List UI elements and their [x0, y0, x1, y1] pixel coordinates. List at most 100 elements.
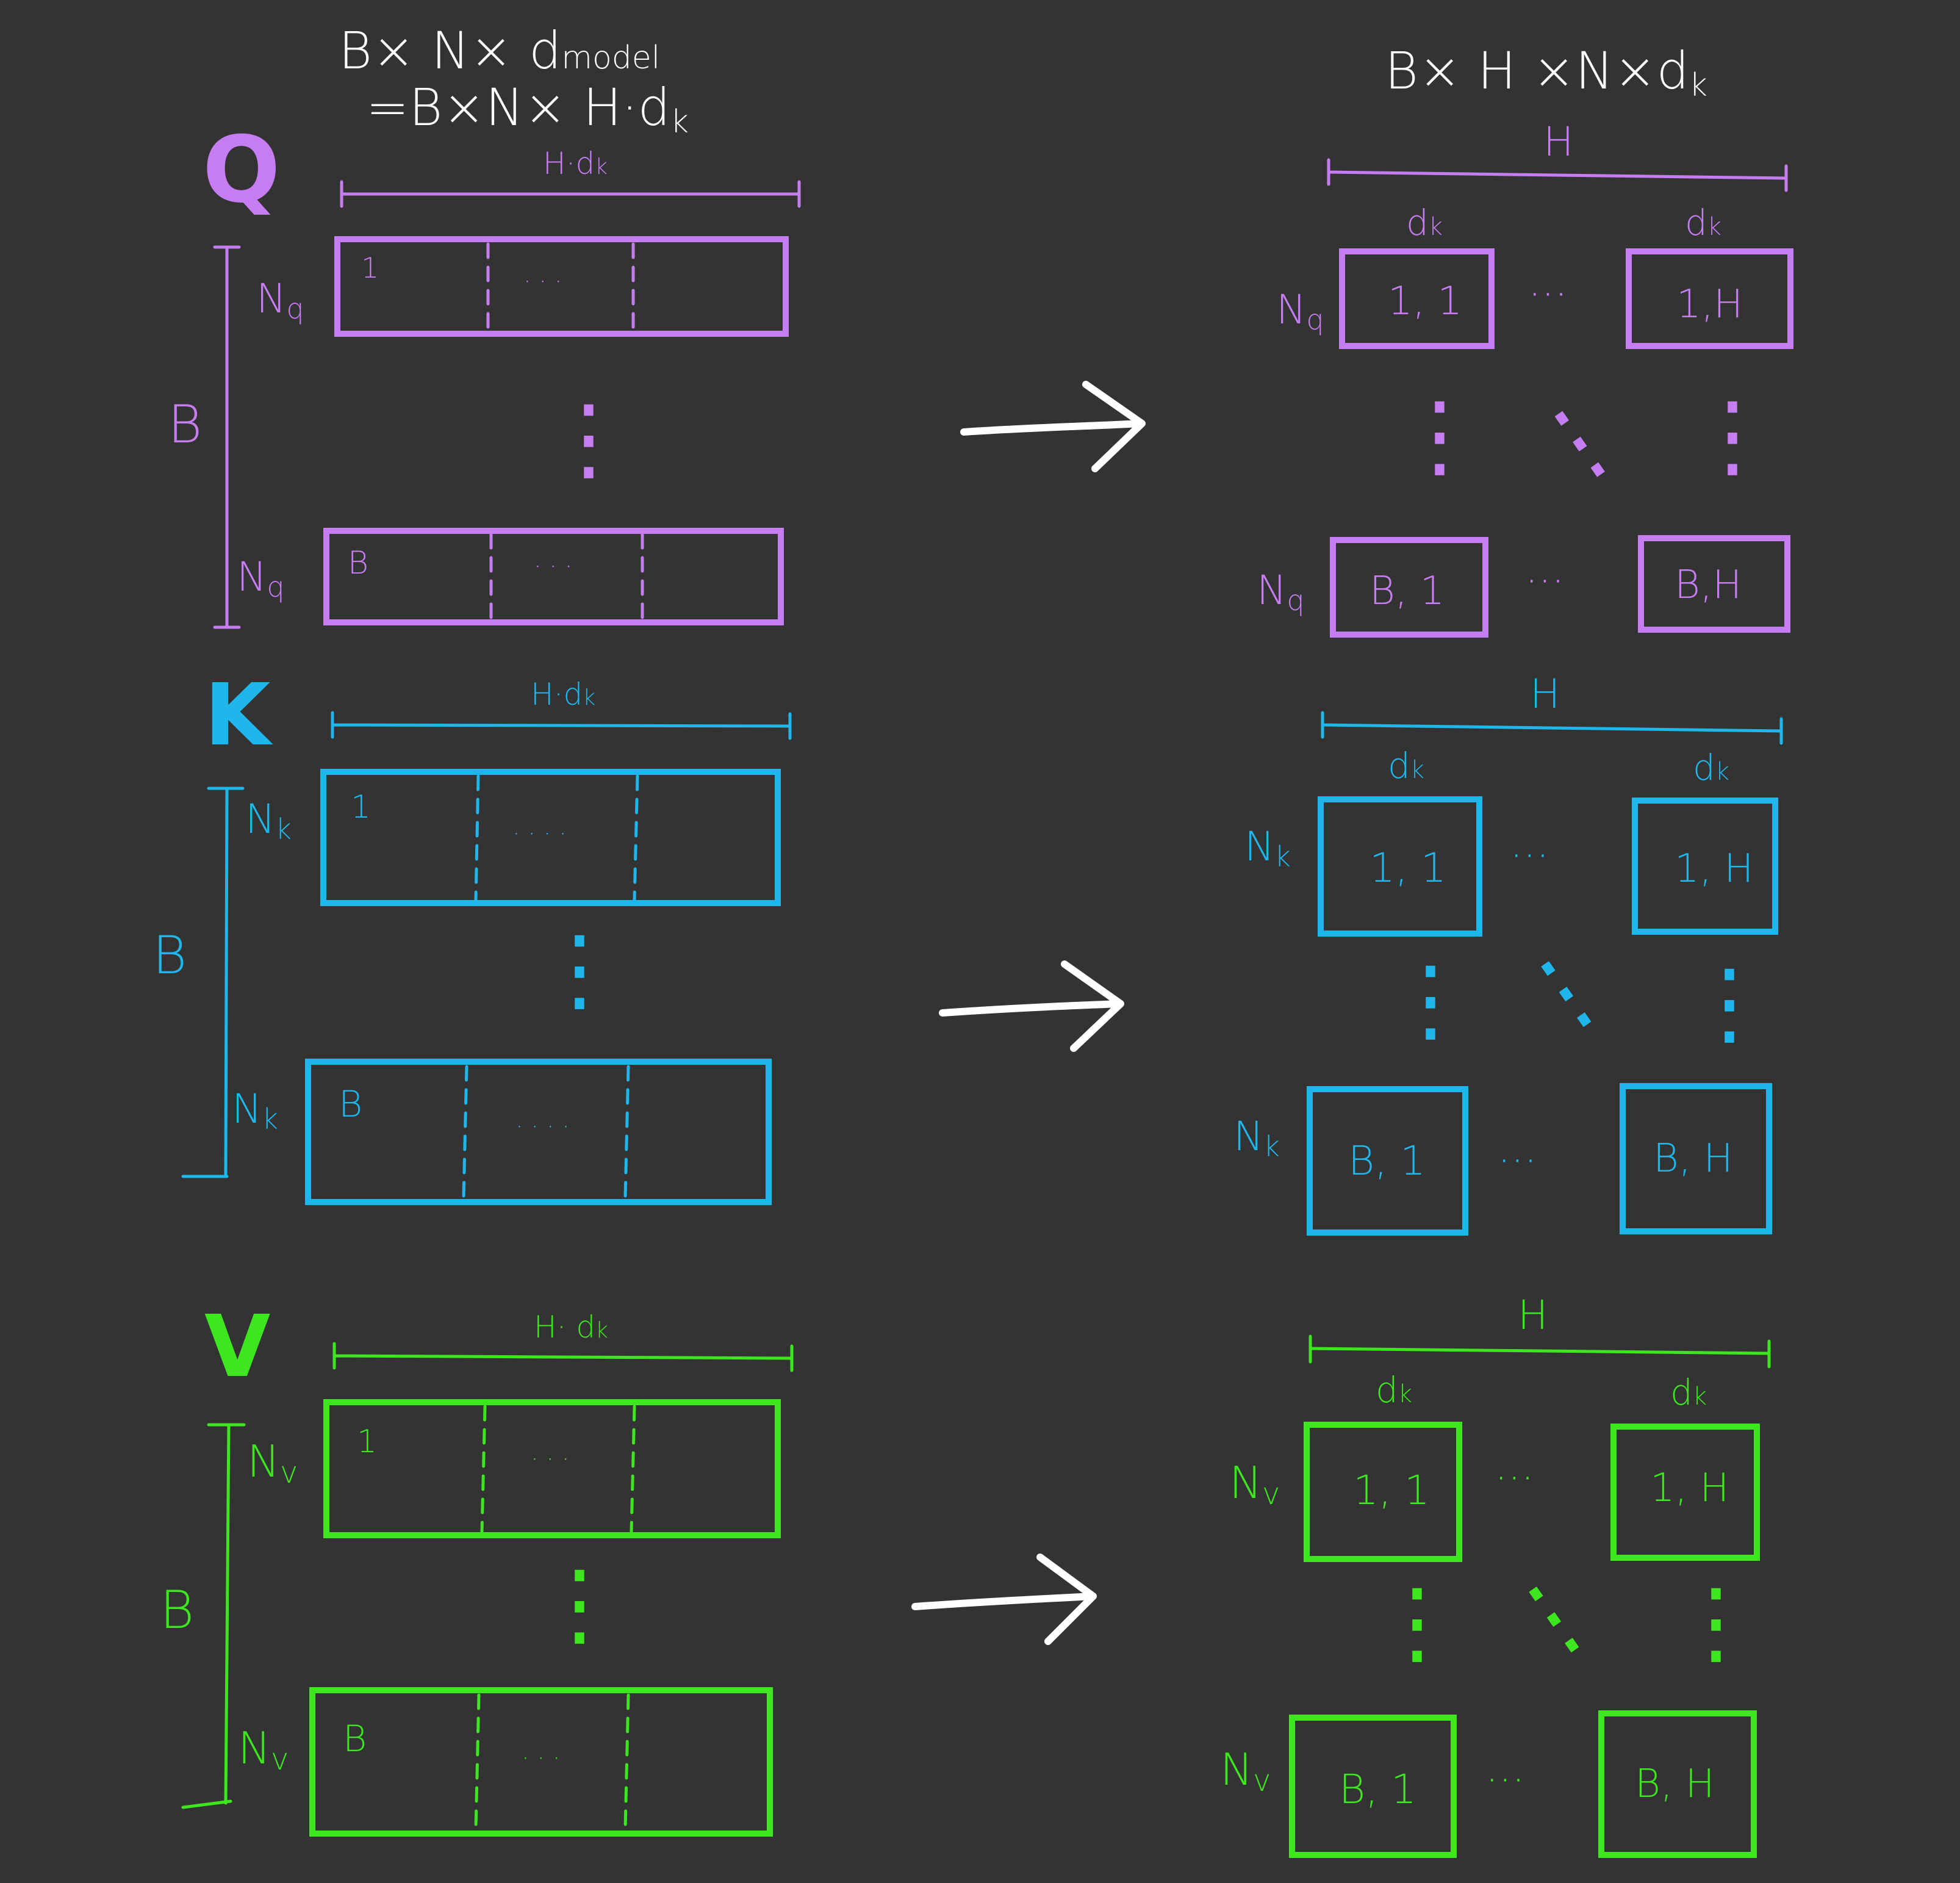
left-matrix-k [181, 711, 792, 1205]
head-dim-label-left-q: dk [1406, 202, 1443, 243]
vertical-ellipsis-grid-left-q: ⋮ [1394, 383, 1485, 489]
horizontal-ellipsis-bottom-v: ··· [1485, 1756, 1525, 1804]
right-grid-labels-k: H dk dk Nk Nk 1, 1 1, H B, 1 B, H ··· ··… [1233, 671, 1775, 1185]
matrix-row-last-q [323, 528, 784, 625]
tensor-q: Q H·dk B Nq Nq 1 B · · · · · · ⋮ [168, 117, 1793, 638]
left-matrix-labels-k: H·dk B Nk Nk 1 B · · · · · · · · ⋮ [153, 677, 625, 1141]
head-cell-top-right-k [1632, 797, 1778, 935]
head-cell-top-right-q [1626, 248, 1793, 349]
right-grid-v [1289, 1334, 1771, 1858]
cell-label-top-right-k: 1, H [1675, 846, 1754, 891]
head-dim-label-left-v: dk [1376, 1369, 1412, 1411]
vertical-ellipsis-v: ⋮ [534, 1551, 625, 1657]
tensor-v: V H· dk B Nv Nv 1 B · · · · · · ⋮ [160, 1292, 1771, 1858]
vertical-ellipsis-grid-left-k: ⋮ [1385, 947, 1476, 1053]
right-shape-subscript: k [1689, 67, 1707, 104]
horizontal-ellipsis-top-q: ··· [1528, 270, 1568, 319]
right-shape-header: B× H ×N×dk [1385, 41, 1707, 104]
head-cell-top-left-k [1318, 796, 1482, 937]
svg-text:B× H ×N×dk: B× H ×N×dk [1385, 41, 1707, 104]
width-bracket-q [340, 180, 801, 208]
vertical-ellipsis-grid-right-v: ⋮ [1670, 1569, 1762, 1676]
segment-ellipsis-last-v: · · · [522, 1744, 561, 1773]
reshape-arrows [911, 381, 1146, 1645]
matrix-row-first-q [334, 236, 789, 337]
head-cell-bottom-right-q [1638, 535, 1790, 633]
segment-ellipsis-last-q: · · · [534, 553, 573, 581]
tensor-letter-q: Q [203, 117, 281, 223]
batch-label-k: B [153, 925, 187, 986]
row-label-bottom-v: Nv [238, 1723, 289, 1777]
row-label-bottom-k: Nk [232, 1086, 278, 1136]
matrix-row-last-v [309, 1687, 773, 1837]
heads-bracket-k [1321, 711, 1783, 745]
right-shape-label: B× H ×N×d [1385, 41, 1689, 101]
matrix-row-first-v [323, 1399, 781, 1538]
right-grid-q [1327, 158, 1793, 638]
vertical-ellipsis-q: ⋮ [543, 386, 634, 492]
batch-label-v: B [160, 1580, 194, 1641]
head-cell-bottom-left-k [1307, 1086, 1468, 1236]
tensor-letter-k: K [204, 666, 273, 765]
segment-ellipsis-first-v: · · · [531, 1446, 570, 1474]
row-label-top-v: Nv [247, 1436, 298, 1490]
row-label-grid-bottom-q: Nq [1257, 567, 1305, 617]
heads-label-k: H [1530, 671, 1560, 718]
cell-label-bottom-right-v: B, H [1635, 1762, 1715, 1807]
vertical-ellipsis-grid-left-v: ⋮ [1371, 1569, 1463, 1676]
svg-text:=B×N× H·dk: =B×N× H·dk [366, 77, 689, 140]
row-label-grid-bottom-k: Nk [1233, 1113, 1280, 1163]
head-cell-top-left-q [1339, 248, 1495, 349]
row-index-first-v: 1 [357, 1424, 377, 1460]
svg-text:B× N× dmodel: B× N× dmodel [339, 21, 660, 81]
left-shape-line1-subscript: model [561, 40, 660, 76]
row-label-top-k: Nk [245, 796, 292, 846]
horizontal-ellipsis-top-v: ··· [1495, 1454, 1534, 1502]
arrow-q [960, 381, 1146, 472]
arrow-v [911, 1554, 1097, 1645]
batch-label-q: B [168, 394, 202, 455]
batch-bracket-q [213, 245, 241, 629]
left-matrix-q [213, 180, 801, 629]
head-cell-bottom-right-v [1598, 1710, 1757, 1858]
head-cell-top-left-v [1304, 1422, 1462, 1562]
row-label-grid-bottom-v: Nv [1220, 1744, 1271, 1798]
segment-ellipsis-last-k: · · · · [515, 1113, 570, 1141]
cell-label-bottom-left-v: B, 1 [1339, 1766, 1416, 1813]
segment-ellipsis-first-q: · · · [523, 268, 562, 296]
row-label-top-q: Nq [256, 275, 304, 325]
row-index-last-k: B [339, 1083, 362, 1126]
cell-label-top-left-v: 1, 1 [1353, 1467, 1430, 1514]
cell-label-top-right-v: 1, H [1650, 1466, 1729, 1511]
matrix-row-first-k [320, 769, 781, 906]
cell-label-bottom-left-q: B, 1 [1369, 569, 1445, 614]
vertical-ellipsis-grid-right-k: ⋮ [1684, 950, 1775, 1056]
head-dim-label-right-q: dk [1685, 202, 1721, 243]
left-shape-line2: =B×N× H·d [366, 77, 670, 137]
head-cell-top-right-v [1610, 1424, 1760, 1561]
heads-bracket-q [1327, 158, 1788, 192]
tensor-letter-v: V [204, 1297, 270, 1397]
left-matrix-v [181, 1342, 794, 1837]
cell-label-bottom-right-q: B,H [1675, 563, 1742, 608]
heads-label-q: H [1543, 118, 1574, 165]
matrix-row-last-k [305, 1059, 772, 1205]
vertical-ellipsis-k: ⋮ [534, 916, 625, 1023]
head-cell-bottom-left-v [1289, 1715, 1457, 1858]
horizontal-ellipsis-bottom-k: ··· [1498, 1137, 1537, 1185]
head-cell-bottom-right-k [1620, 1083, 1772, 1234]
cell-label-top-right-q: 1,H [1676, 282, 1743, 327]
row-index-first-k: 1 [351, 789, 371, 826]
head-cell-bottom-left-q [1330, 537, 1488, 638]
left-shape-header: B× N× dmodel =B×N× H·dk [339, 21, 689, 140]
row-label-grid-top-q: Nq [1276, 286, 1324, 336]
head-dim-label-right-v: dk [1670, 1372, 1707, 1413]
width-bracket-k [331, 711, 792, 740]
heads-label-v: H [1518, 1292, 1548, 1339]
left-matrix-labels-q: H·dk B Nq Nq 1 B · · · · · · ⋮ [168, 146, 634, 603]
horizontal-ellipsis-top-k: ··· [1510, 832, 1549, 880]
row-label-bottom-q: Nq [237, 553, 285, 603]
left-matrix-labels-v: H· dk B Nv Nv 1 B · · · · · · ⋮ [160, 1309, 625, 1777]
width-label-k: H·dk [531, 677, 595, 712]
